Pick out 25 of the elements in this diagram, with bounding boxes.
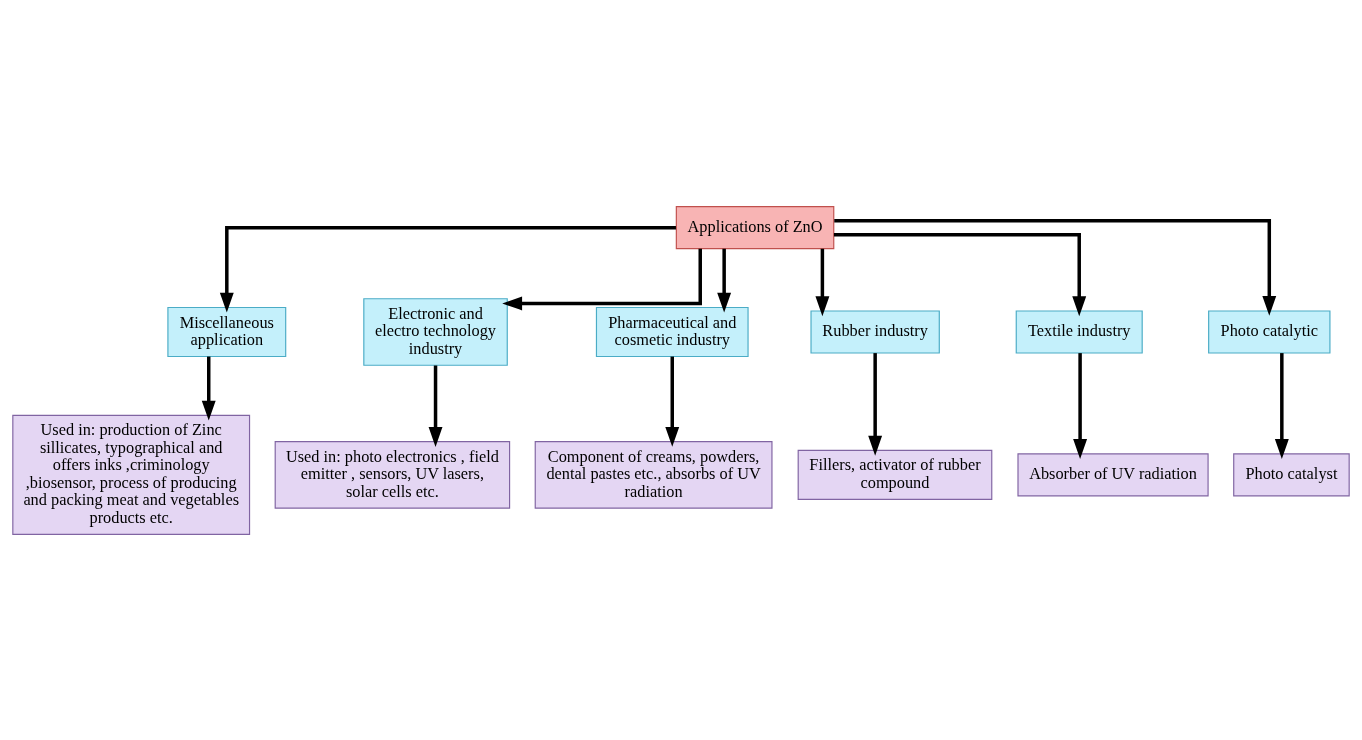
- node-box: Used in: photo electronics , field emitter , sensors, UV lasers, solar cells etc.: [274, 440, 511, 509]
- node-box: Photo catalyst: [1233, 452, 1350, 496]
- arrow: [717, 248, 732, 313]
- arrow: [428, 365, 443, 447]
- node-box: Component of creams, powders, dental pastes etc., absorbs of UV radiation: [534, 440, 773, 509]
- node-box: Absorber of UV radiation: [1017, 452, 1209, 496]
- arrow: [868, 352, 883, 456]
- arrow: [219, 225, 676, 313]
- node-box: Applications of ZnO: [675, 205, 835, 249]
- arrow: [1274, 352, 1289, 459]
- node-box: Electronic and electro technology industry: [363, 297, 508, 366]
- arrow: [834, 218, 1277, 316]
- node-box: Photo catalytic: [1208, 309, 1331, 354]
- arrow: [1073, 352, 1088, 459]
- node-box: Textile industry: [1015, 309, 1143, 354]
- node-box: Fillers, activator of rubber compound: [797, 449, 993, 500]
- arrow: [502, 248, 702, 310]
- arrow: [815, 248, 830, 316]
- node-box: Rubber industry: [810, 309, 940, 354]
- arrow: [833, 232, 1087, 316]
- node-box: Miscellaneous application: [167, 306, 287, 357]
- arrow: [665, 356, 680, 447]
- node-box: Pharmaceutical and cosmetic industry: [595, 306, 749, 357]
- arrow: [201, 356, 216, 421]
- node-box: Used in: production of Zinc sillicates, typographical and offers inks ,criminology ,biosensor, process of producing and packing meat and vegetables products etc.: [12, 414, 251, 535]
